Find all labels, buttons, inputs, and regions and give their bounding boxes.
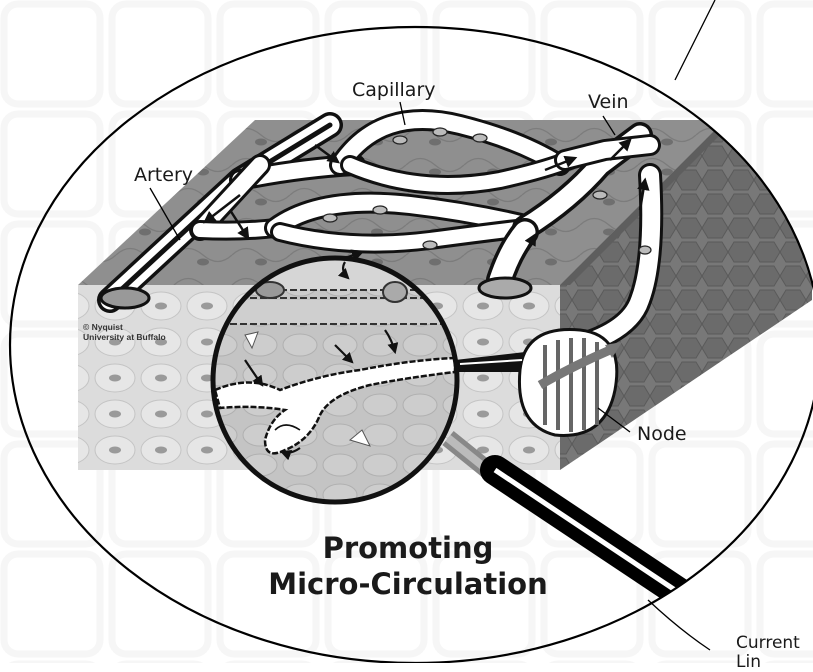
credit-text: © Nyquist University at Buffalo xyxy=(83,322,166,342)
artery-label: Artery xyxy=(134,164,193,186)
current-label-cut: Lin xyxy=(736,652,761,672)
vein-opening xyxy=(479,278,531,298)
capillary-label: Capillary xyxy=(352,79,436,101)
artery-opening xyxy=(101,288,149,308)
title-line-1: Promoting xyxy=(248,530,568,566)
title-line-2: Micro-Circulation xyxy=(248,566,568,602)
node-label: Node xyxy=(637,423,687,445)
magnifier-lens xyxy=(210,258,460,502)
diagram-title: Promoting Micro-Circulation xyxy=(248,530,568,602)
current-label: Current xyxy=(736,633,800,653)
credit-line-1: © Nyquist xyxy=(83,322,166,332)
credit-line-2: University at Buffalo xyxy=(83,332,166,342)
vein-label: Vein xyxy=(588,91,629,113)
